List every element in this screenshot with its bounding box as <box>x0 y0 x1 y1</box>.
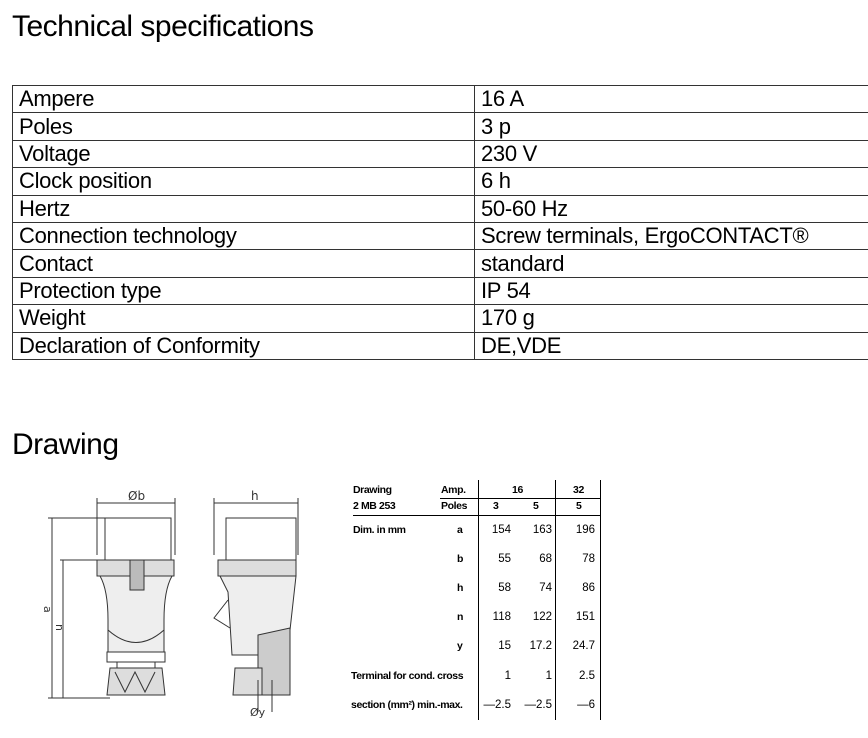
spec-label: Declaration of Conformity <box>12 331 475 360</box>
dim-label: Dim. in mm <box>353 524 406 536</box>
poles-3: 3 <box>493 500 499 512</box>
dim-value: 163 <box>532 524 552 536</box>
spec-value: 50-60 Hz <box>474 194 868 223</box>
dim-value: 58 <box>498 582 511 594</box>
dim-value: 118 <box>492 611 511 623</box>
dimensions-table: Drawing 2 MB 253 Amp. Poles 16 32 3 5 5 … <box>345 480 615 720</box>
spec-value: IP 54 <box>474 276 868 306</box>
spec-value: 3 p <box>474 112 868 141</box>
dim-value: —2.5 <box>524 699 553 711</box>
drawing-number: 2 MB 253 <box>353 500 396 512</box>
section-label: section (mm²) min.-max. <box>351 699 463 711</box>
dim-value: 17.2 <box>529 640 552 652</box>
front-view: Øb a n <box>41 489 176 699</box>
dim-value: 122 <box>532 611 552 623</box>
specs-title: Technical specifications <box>12 10 314 43</box>
dim-key: a <box>457 524 463 536</box>
spec-label: Weight <box>12 304 475 333</box>
dim-value: 86 <box>582 582 595 594</box>
spec-value: 16 A <box>474 84 868 114</box>
spec-value: standard <box>474 249 868 278</box>
drawing-title: Drawing <box>12 428 119 461</box>
spec-value: Screw terminals, ErgoCONTACT® <box>474 221 868 251</box>
spec-value: DE,VDE <box>474 331 868 360</box>
dim-key: h <box>457 582 464 594</box>
dim-value: 15 <box>498 640 511 652</box>
amp-16: 16 <box>512 484 523 496</box>
dim-b-label: Øb <box>128 489 145 503</box>
poles-label: Poles <box>441 500 468 512</box>
dim-value: 196 <box>575 524 595 536</box>
spec-label: Clock position <box>12 167 475 196</box>
spec-label: Connection technology <box>12 221 475 251</box>
dim-value: 78 <box>582 553 595 565</box>
spec-value: 170 g <box>474 304 868 333</box>
dim-value: 1 <box>545 670 552 682</box>
dim-value: 24.7 <box>572 640 595 652</box>
drawing-label: Drawing <box>353 484 392 496</box>
dim-value: 68 <box>539 553 552 565</box>
dim-value: 2.5 <box>579 670 595 682</box>
dim-value: 55 <box>498 553 511 565</box>
column-divider <box>555 480 556 720</box>
dim-value: —2.5 <box>483 699 512 711</box>
spec-label: Contact <box>12 249 475 278</box>
dim-value: —6 <box>577 699 595 711</box>
spec-label: Voltage <box>12 139 475 169</box>
dim-y-label: Øy <box>250 706 266 719</box>
plug-drawing: Øb a n h Øy <box>41 489 299 719</box>
spec-label: Poles <box>12 112 475 141</box>
spec-label: Protection type <box>12 276 475 306</box>
spec-label: Ampere <box>12 84 475 114</box>
amp-32: 32 <box>573 484 584 496</box>
header-divider <box>440 498 600 499</box>
dim-value: 74 <box>539 582 552 594</box>
spec-value: 230 V <box>474 139 868 169</box>
dim-n-label: n <box>53 624 66 631</box>
poles-5-32: 5 <box>576 500 582 512</box>
dim-a-label: a <box>41 606 54 613</box>
column-divider <box>478 480 479 720</box>
dim-h-label: h <box>251 489 259 503</box>
column-divider <box>600 480 601 720</box>
dim-key: b <box>457 553 464 565</box>
amp-label: Amp. <box>441 484 466 496</box>
terminal-label: Terminal for cond. cross <box>351 670 464 682</box>
spec-label: Hertz <box>12 194 475 223</box>
side-view: h Øy <box>213 489 299 719</box>
poles-5: 5 <box>533 500 539 512</box>
dim-key: n <box>457 611 464 623</box>
dim-value: 154 <box>491 524 511 536</box>
dim-value: 151 <box>575 611 595 623</box>
dim-key: y <box>457 640 463 652</box>
dim-value: 1 <box>504 670 511 682</box>
spec-value: 6 h <box>474 167 868 196</box>
header-divider <box>353 515 600 516</box>
